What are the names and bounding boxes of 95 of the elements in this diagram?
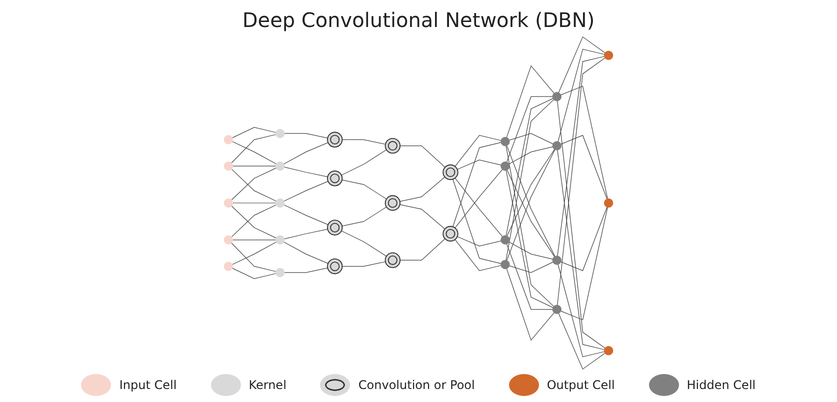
- connector-line: [284, 268, 328, 273]
- circle-node: [224, 161, 234, 171]
- circle-node: [500, 235, 510, 245]
- circle-node: [224, 135, 234, 144]
- connector-line: [454, 135, 502, 167]
- connector-line: [557, 58, 606, 306]
- legend-label: Input Cell: [119, 378, 177, 392]
- connector-line: [509, 262, 554, 273]
- connector-line: [284, 166, 328, 178]
- double-circle-node: [442, 164, 458, 180]
- connector-line: [284, 180, 328, 202]
- connector-line: [560, 206, 608, 320]
- double-circle-node: [384, 252, 400, 268]
- double-circle-node: [327, 220, 343, 236]
- connector-line: [232, 202, 276, 204]
- connector-line: [342, 180, 387, 200]
- connector-line: [284, 133, 328, 138]
- circle-node: [224, 198, 234, 208]
- connector-line: [341, 230, 387, 257]
- connector-line: [557, 150, 605, 350]
- connector-line: [232, 242, 277, 265]
- connector-line: [506, 170, 555, 257]
- connector-line: [400, 238, 446, 261]
- connector-line: [284, 142, 328, 164]
- connector-line: [452, 178, 502, 264]
- circle-node: [500, 136, 510, 146]
- circle-node: [500, 161, 510, 171]
- circle-node: [500, 260, 510, 270]
- legend-label: Kernel: [248, 378, 286, 392]
- connector-line: [341, 149, 387, 176]
- connector-line: [558, 36, 606, 93]
- circle-node: [552, 92, 562, 102]
- circle-node: [552, 141, 562, 150]
- circle-node: [604, 50, 614, 60]
- double-circle-node: [442, 226, 458, 242]
- connector-line: [506, 99, 554, 261]
- connector-line: [342, 139, 386, 145]
- connector-line: [506, 149, 555, 236]
- legend-label: Convolution or Pool: [358, 378, 475, 392]
- legend-label: Output Cell: [546, 378, 615, 392]
- connector-line: [560, 134, 608, 200]
- connector-line: [560, 206, 608, 272]
- circle-node: [275, 198, 285, 208]
- connector-line: [558, 313, 606, 370]
- circle-node: [604, 346, 614, 356]
- circle-node: [275, 128, 285, 138]
- connector-line: [509, 133, 554, 144]
- connector-line: [506, 244, 553, 310]
- connector-line: [232, 141, 277, 164]
- connector-line: [506, 170, 554, 308]
- connector-line: [506, 96, 553, 162]
- connector-line: [506, 268, 554, 341]
- connector-line: [557, 56, 605, 256]
- diagram-title: Deep Convolutional Network (DBN): [242, 8, 595, 32]
- connector-line: [342, 206, 387, 226]
- double-circle-node: [327, 258, 343, 274]
- circle-node: [552, 304, 562, 314]
- double-circle-node: [327, 170, 343, 186]
- connector-line: [452, 142, 502, 228]
- connector-line: [400, 176, 446, 202]
- connector-line: [454, 169, 503, 228]
- connector-line: [232, 268, 276, 279]
- double-circle-node: [327, 132, 343, 148]
- circle-node: [224, 235, 234, 245]
- circle-node: [275, 161, 285, 171]
- connector-line: [454, 178, 503, 237]
- connector-line: [231, 242, 276, 272]
- circle-node: [604, 198, 614, 208]
- connector-line: [284, 242, 328, 264]
- circle-node: [552, 256, 562, 265]
- connector-line: [400, 204, 446, 230]
- connector-line: [232, 127, 276, 138]
- connector-line: [508, 146, 554, 164]
- connector-line: [506, 65, 554, 138]
- connector-line: [284, 204, 328, 226]
- circle-node: [224, 262, 234, 271]
- connector-line: [456, 236, 502, 246]
- connector-line: [558, 264, 605, 358]
- connector-line: [506, 98, 554, 236]
- connector-line: [506, 145, 554, 307]
- connector-line: [456, 160, 502, 170]
- double-circle-node: [384, 138, 400, 154]
- connector-line: [284, 228, 328, 240]
- connector-line: [560, 86, 608, 200]
- connector-line: [454, 239, 502, 271]
- double-circle-node: [384, 195, 400, 211]
- circle-node: [275, 268, 285, 278]
- connector-line: [558, 48, 605, 142]
- connector-line: [557, 100, 606, 348]
- connector-line: [231, 134, 276, 164]
- circle-node: [275, 235, 285, 245]
- legend-label: Hidden Cell: [686, 378, 756, 392]
- connector-line: [342, 261, 386, 267]
- connector-line: [400, 145, 446, 168]
- connector-line: [508, 242, 554, 260]
